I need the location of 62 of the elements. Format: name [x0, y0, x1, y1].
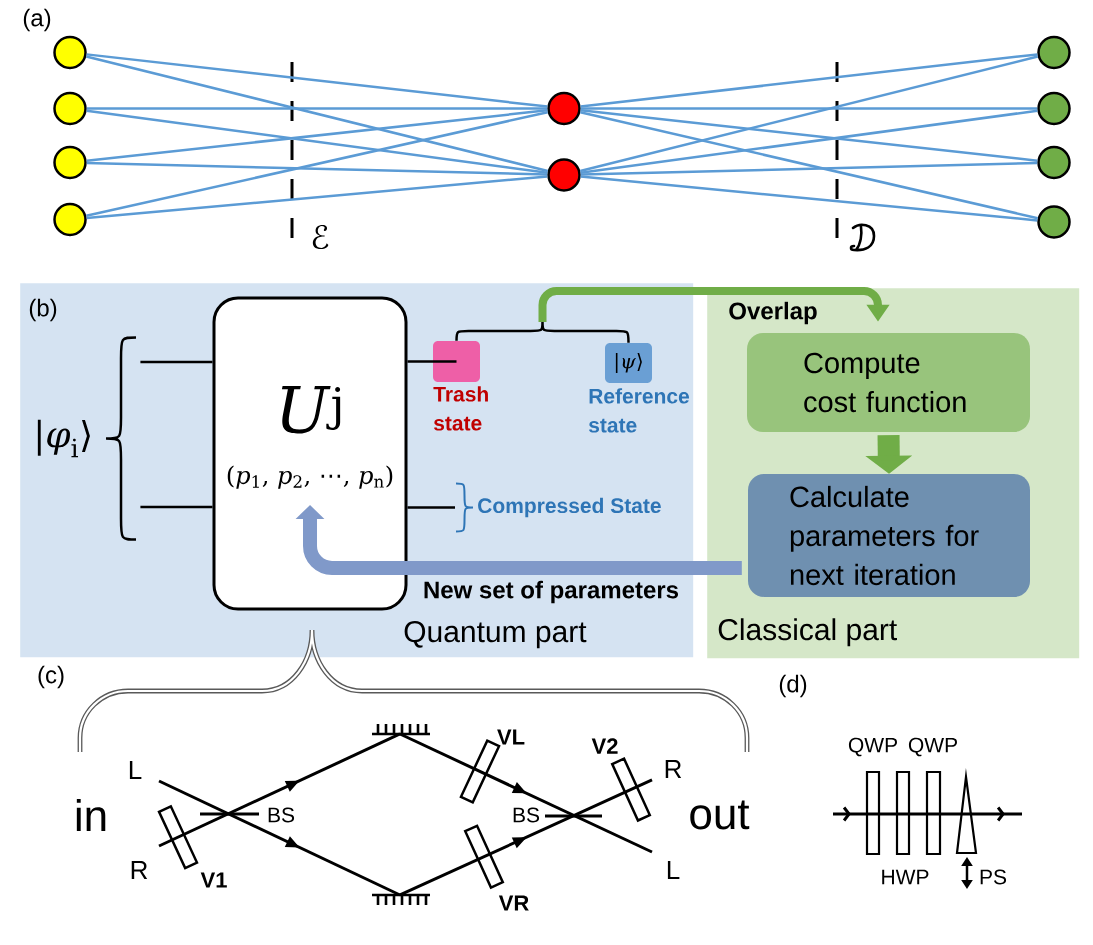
component-label: QWP: [848, 737, 897, 757]
node-circle: [53, 91, 87, 126]
connection-line: [86, 161, 548, 176]
arrow: [295, 505, 742, 575]
component-label: PS: [980, 869, 1007, 885]
connection-line: [86, 110, 548, 218]
edge-label: Overlap: [726, 300, 820, 326]
node-circle: [1037, 35, 1071, 70]
node-circle: [1037, 145, 1071, 180]
connection-line: [86, 53, 548, 108]
connection-line: [85, 55, 549, 173]
node-circle: [1037, 205, 1071, 239]
component-label: VL: [497, 729, 525, 745]
panel-label: (c): [38, 665, 64, 689]
node-circle: [547, 91, 581, 126]
connection-line: [580, 53, 1038, 108]
wire: [407, 360, 457, 363]
component-label: QWP: [908, 737, 957, 757]
connection-line: [580, 107, 1038, 110]
connection-line: [580, 111, 1038, 220]
component-label: HWP: [882, 869, 929, 885]
port-label: R: [665, 760, 682, 778]
wire: [407, 506, 455, 509]
port-label: L: [667, 861, 680, 879]
port-label: L: [129, 761, 142, 779]
connection-line: [579, 55, 1039, 173]
component-label: VR: [498, 895, 529, 911]
connection-line: [86, 109, 548, 174]
connection-line: [86, 175, 548, 220]
port-label: R: [131, 861, 148, 879]
panel-label: (d): [779, 674, 807, 698]
node-circle: [53, 145, 87, 180]
connection-line: [86, 109, 548, 162]
wire: [140, 360, 213, 364]
port-label: out: [690, 800, 750, 830]
node-circle: [53, 35, 87, 70]
component-label: V1: [200, 872, 227, 888]
node-label: Reference state: [588, 388, 689, 433]
component-label: BS: [268, 807, 295, 823]
process-box: U$^{j}$ (p$_{1}$, p$_{2}$, ⋯, p$_{n}$): [212, 296, 408, 611]
node-circle: [1037, 91, 1071, 126]
brace-label: Compressed State: [455, 482, 661, 533]
edge-label: New set of parameters: [421, 579, 681, 605]
connection-line: [580, 109, 1038, 174]
node-label: Trash state: [433, 386, 488, 431]
connection-line: [580, 109, 1038, 162]
connection-line: [86, 107, 548, 110]
connection-line: [580, 175, 1038, 222]
panel-label: (a): [23, 8, 51, 32]
port-label: in: [76, 799, 106, 831]
panel-label: (b): [29, 298, 57, 322]
wire: [140, 505, 213, 509]
component-label: BS: [513, 807, 540, 823]
process-box: Calculate parameters for next iteration: [748, 474, 1030, 597]
node-circle: [53, 202, 87, 237]
connection-line: [580, 161, 1038, 176]
symbol-label: ℰ: [312, 224, 329, 250]
node-circle: [547, 158, 581, 192]
component-label: V2: [591, 738, 618, 754]
brace-label: |φ$_{i}$⟩: [37, 336, 136, 541]
ket-tile: |ψ⟩: [605, 343, 652, 383]
process-box: Compute cost function: [747, 333, 1030, 432]
